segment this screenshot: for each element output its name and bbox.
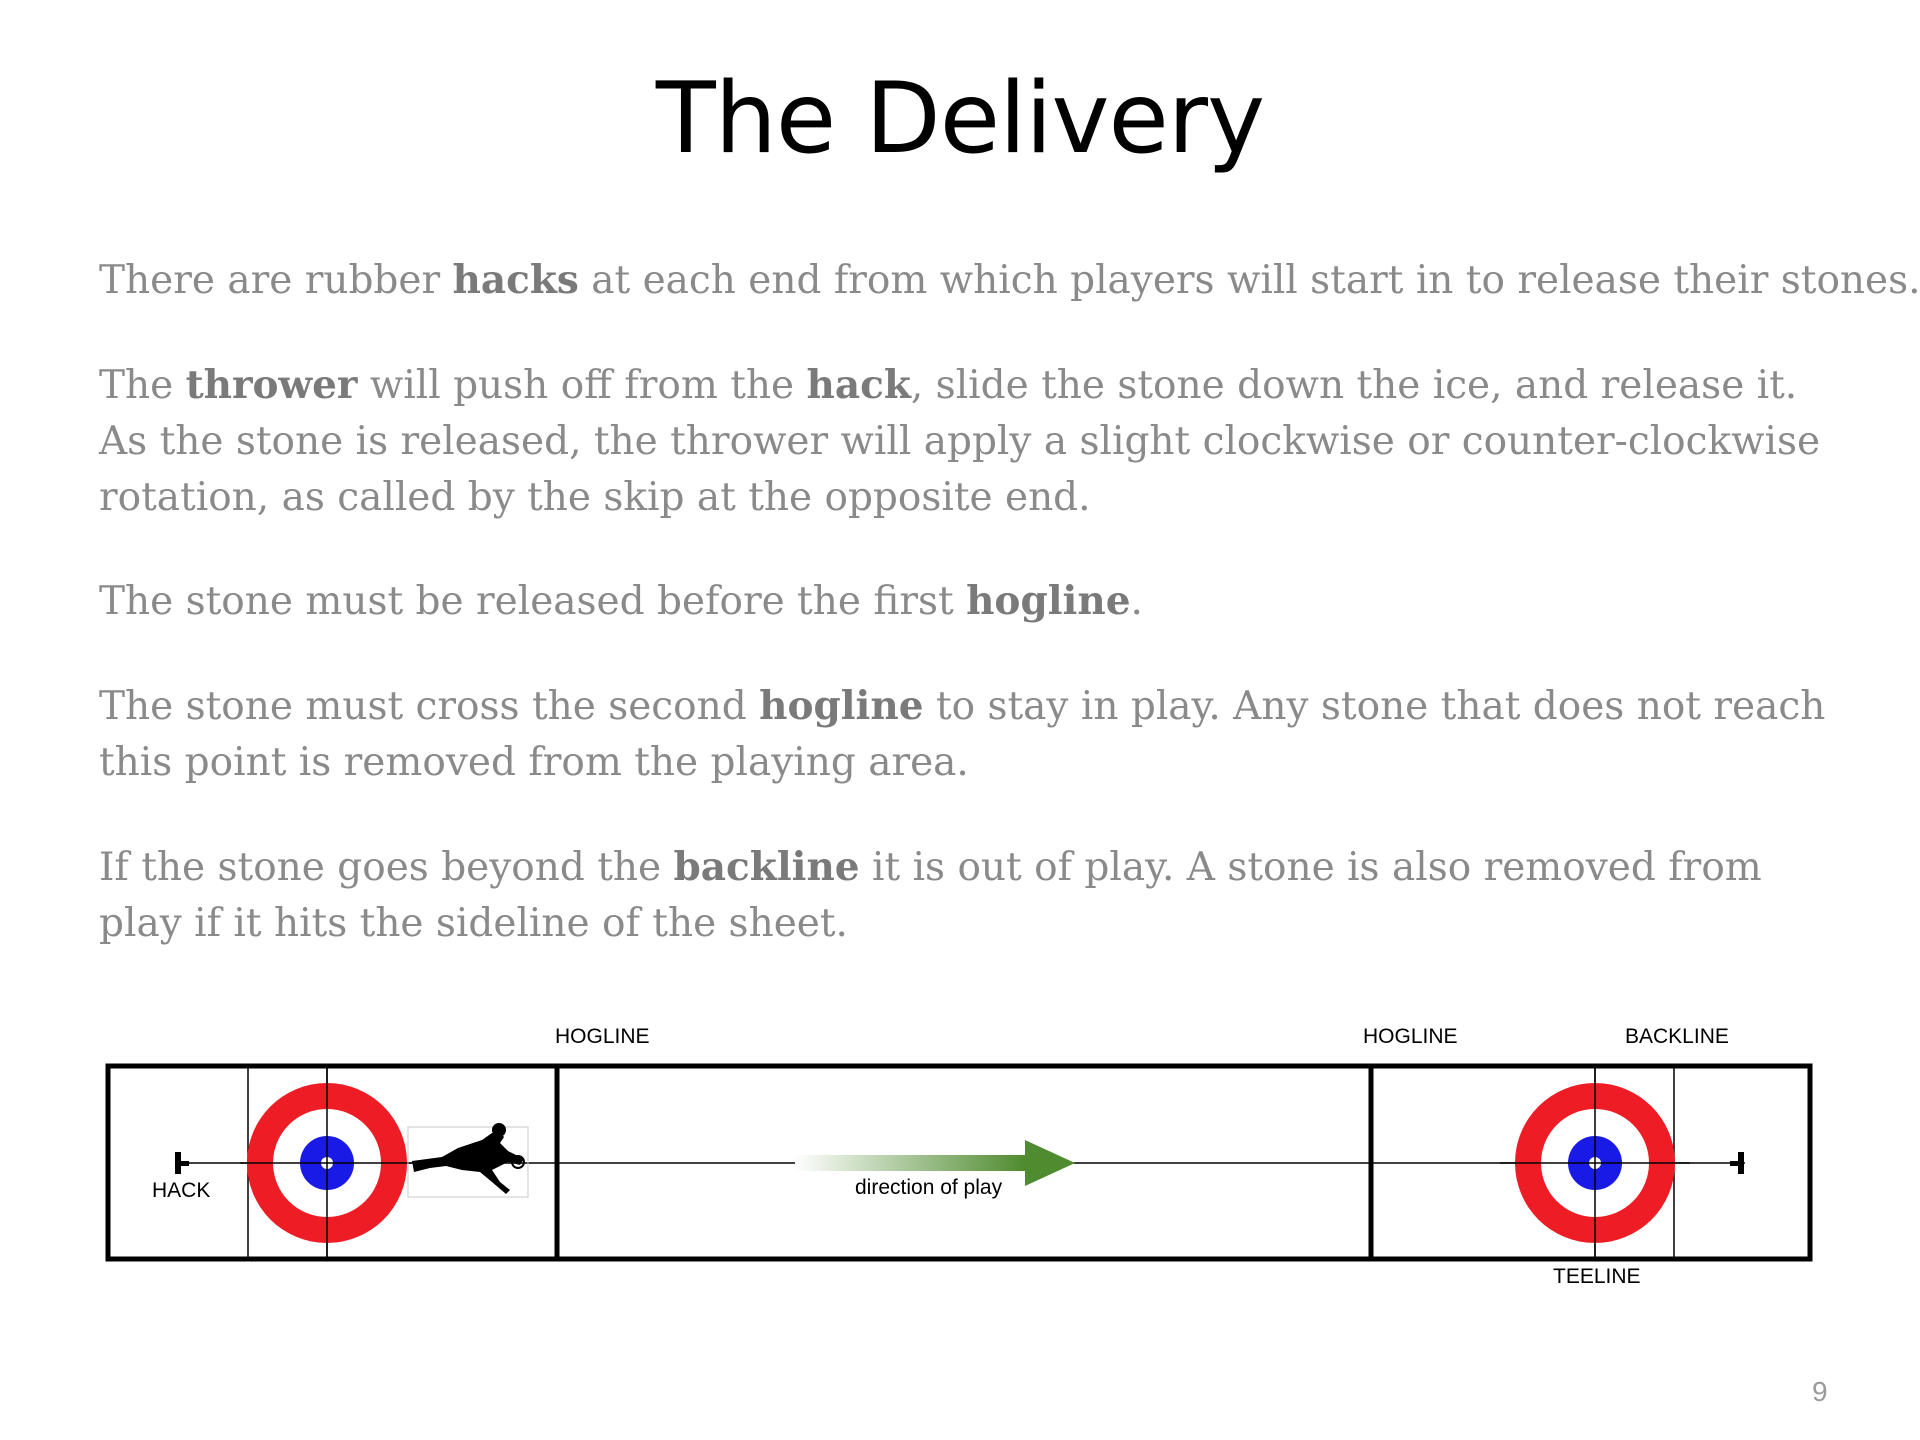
paragraph-text: If the stone goes beyond the (99, 845, 674, 890)
arrow-head (1025, 1140, 1075, 1186)
paragraph-thrower: The thrower will push off from the hack,… (99, 357, 1839, 526)
bold-term: hogline (966, 578, 1131, 624)
house-right (1500, 1066, 1690, 1259)
bold-term: hack (806, 362, 911, 408)
hogline-left-label: HOGLINE (555, 1025, 650, 1048)
page-number: 9 (1812, 1376, 1828, 1407)
slide-title: The Delivery (655, 62, 1265, 176)
paragraph-release-hogline: The stone must be released before the fi… (99, 573, 1143, 630)
bold-term: backline (673, 844, 860, 890)
paragraph-text: to stay in play. Any stone that does not… (99, 684, 1826, 785)
sheet-outline (105, 1063, 1813, 1262)
bold-term: hogline (759, 683, 924, 729)
paragraph-backline: If the stone goes beyond the backline it… (99, 839, 1839, 952)
thrower-silhouette-icon (407, 1123, 529, 1198)
hack-label: HACK (152, 1179, 210, 1202)
hack-left-icon (175, 1152, 189, 1174)
bold-term: hacks (452, 257, 579, 303)
paragraph-text: it is out of play. A stone is also remov… (99, 845, 1762, 946)
direction-label: direction of play (855, 1176, 1003, 1199)
paragraph-text: There are rubber (99, 258, 453, 303)
house-left (240, 1066, 420, 1259)
paragraph-cross-hogline: The stone must cross the second hogline … (99, 678, 1839, 791)
direction-arrow-icon (795, 1140, 1075, 1186)
paragraph-text: The stone must be released before the fi… (99, 579, 967, 624)
bold-term: thrower (185, 362, 358, 408)
paragraph-text: at each end from which players will star… (578, 258, 1920, 303)
curling-sheet-diagram: HOGLINE HOGLINE BACKLINE (105, 1025, 1813, 1288)
paragraph-text: will push off from the (357, 363, 807, 408)
paragraph-hacks: There are rubber hacks at each end from … (99, 252, 1920, 309)
hogline-right-label: HOGLINE (1363, 1025, 1458, 1048)
paragraph-text: The (99, 363, 186, 408)
paragraph-text: The stone must cross the second (99, 684, 760, 729)
teeline-label: TEELINE (1553, 1265, 1641, 1288)
paragraph-text: , slide the stone down the ice, and rele… (99, 363, 1821, 520)
backline-label: BACKLINE (1625, 1025, 1729, 1048)
hack-right-icon (1730, 1152, 1744, 1174)
paragraph-text: . (1130, 579, 1143, 624)
